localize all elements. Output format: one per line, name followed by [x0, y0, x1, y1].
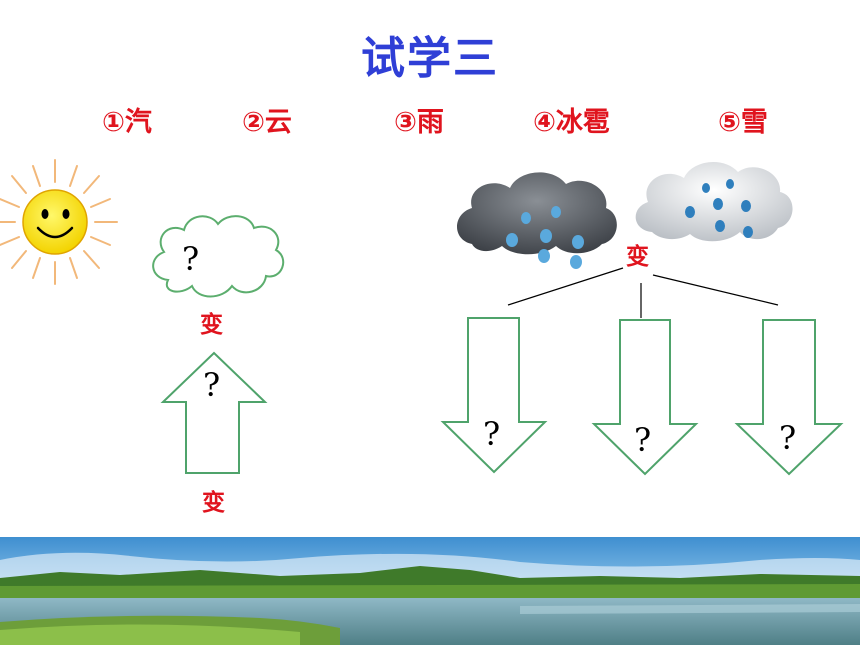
up-arrow-change-label: 变 — [202, 489, 225, 516]
dark-rain-cloud-icon — [457, 172, 617, 269]
cloud-icon — [152, 215, 285, 298]
down-arrow-3-question-mark: ? — [779, 419, 797, 457]
option-3: ③雨 — [394, 107, 444, 138]
option-4: ④冰雹 — [533, 107, 610, 138]
rain-change-label: 变 — [626, 243, 649, 270]
landscape-banner — [0, 537, 860, 645]
option-2: ②云 — [242, 107, 292, 138]
down-arrow-2-question-mark: ? — [634, 421, 652, 459]
cloud-question-mark: ? — [182, 240, 200, 278]
slide-title: 试学三 — [361, 33, 499, 84]
sun-icon — [0, 159, 118, 285]
up-arrow-question-mark: ? — [203, 366, 221, 404]
down-arrow-icon — [440, 317, 548, 474]
down-arrow-1-question-mark: ? — [483, 415, 501, 453]
option-1: ①汽 — [102, 107, 152, 138]
cloud-change-label: 变 — [200, 311, 223, 338]
down-arrow-icon — [591, 319, 699, 476]
down-arrow-icon — [734, 319, 844, 476]
option-5: ⑤雪 — [718, 107, 768, 138]
connector-lines — [507, 267, 779, 318]
up-arrow-icon — [160, 351, 268, 474]
light-rain-cloud-icon — [635, 161, 793, 242]
